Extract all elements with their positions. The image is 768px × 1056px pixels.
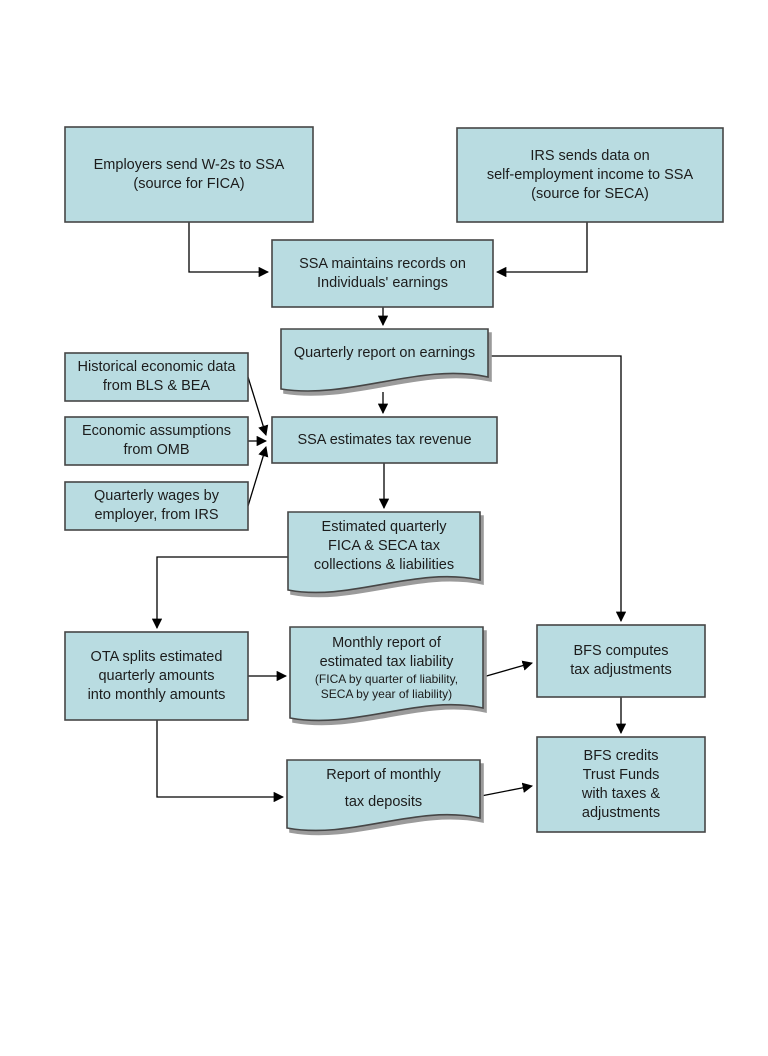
connector-monthly-report-to-bfs-computes bbox=[482, 660, 533, 678]
quarterly-report-doc bbox=[280, 328, 489, 392]
econ-assumptions-box bbox=[64, 416, 249, 466]
connector-historical-to-estimates bbox=[247, 376, 269, 436]
ssa-estimates-box bbox=[271, 416, 498, 464]
employers-box bbox=[64, 126, 314, 223]
connector-estimated-quarterly-to-ota bbox=[151, 556, 288, 630]
connector-quarterly-report-to-bfs-computes bbox=[488, 355, 627, 623]
irs-data-box bbox=[456, 127, 724, 223]
monthly-report-doc bbox=[289, 626, 484, 722]
monthly-deposits-doc bbox=[286, 759, 481, 832]
bfs-computes-box bbox=[536, 624, 706, 698]
estimated-quarterly-doc bbox=[287, 511, 481, 594]
connector-employers-to-records bbox=[188, 222, 270, 278]
quarterly-wages-box bbox=[64, 481, 249, 531]
ssa-records-box bbox=[271, 239, 494, 308]
connector-irs-to-records bbox=[495, 222, 588, 278]
historical-data-box bbox=[64, 352, 249, 402]
bfs-credits-box bbox=[536, 736, 706, 833]
connector-ota-to-monthly-deposits bbox=[156, 720, 285, 803]
connector-monthly-deposits-to-bfs-credits bbox=[480, 782, 534, 797]
ota-splits-box bbox=[64, 631, 249, 721]
connector-wages-to-estimates bbox=[247, 446, 269, 507]
